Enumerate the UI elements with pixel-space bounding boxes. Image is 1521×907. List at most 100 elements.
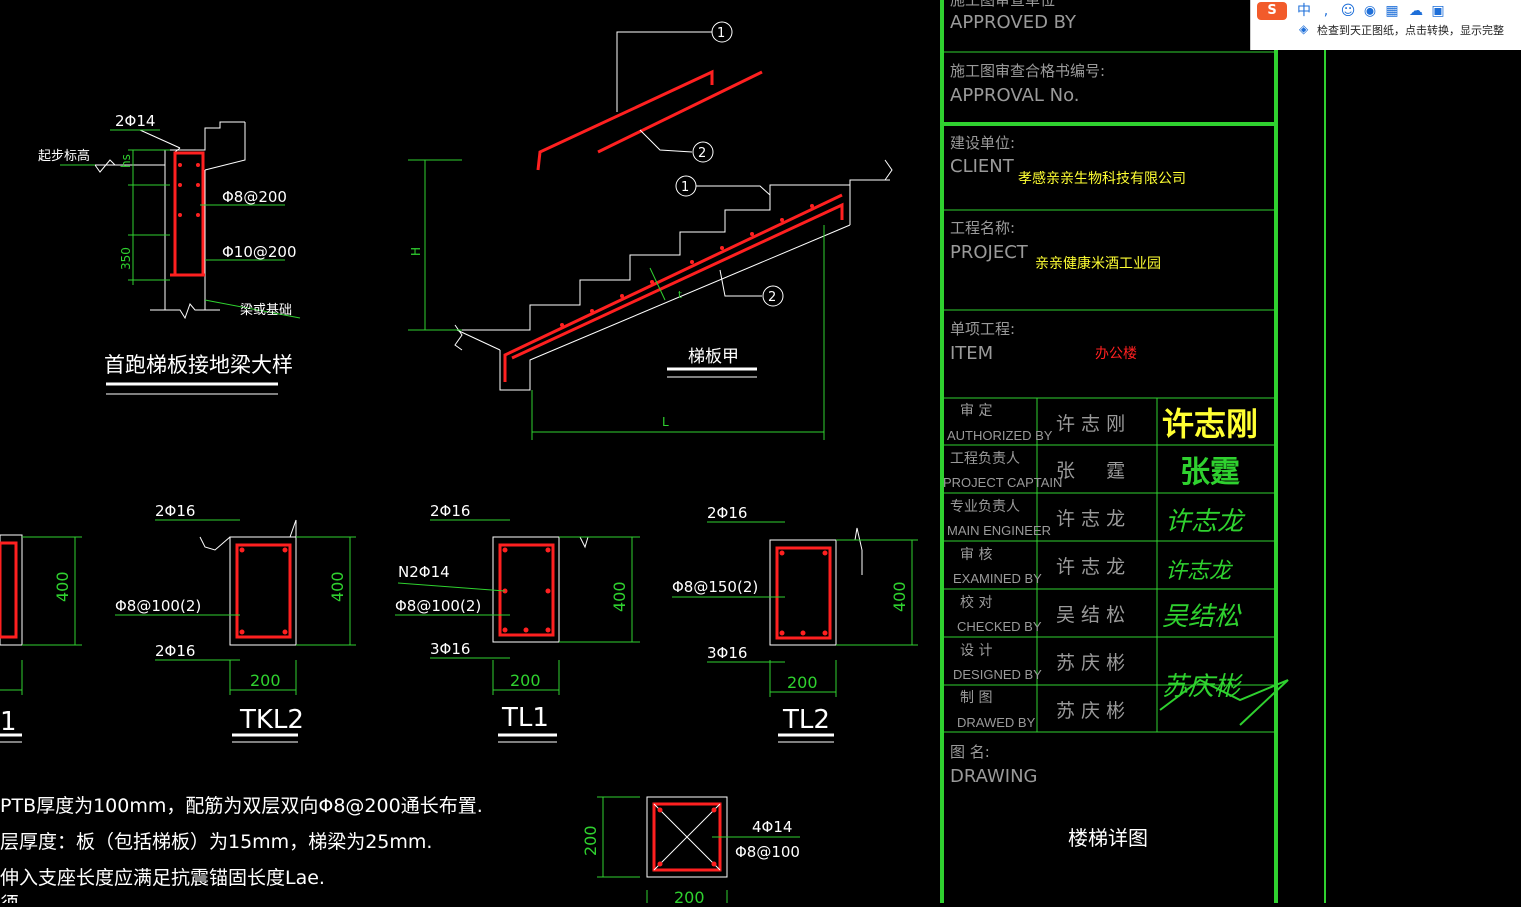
svg-text:EXAMINED BY: EXAMINED BY	[953, 571, 1042, 586]
tl2-top: 2Φ16	[707, 504, 747, 522]
stair-section: 1 2 1 2 H L t 梯板甲	[408, 21, 893, 440]
svg-text:许 志 龙: 许 志 龙	[1056, 556, 1125, 578]
tkl2-stirrup: Φ8@100(2)	[115, 597, 201, 615]
convert-notice[interactable]: 检查到天正图纸，点击转换，显示完整	[1317, 24, 1504, 37]
note-line-1: PTB厚度为100mm，配筋为双层双向Φ8@200通长布置.	[0, 795, 483, 817]
svg-text:苏 庆 彬: 苏 庆 彬	[1056, 652, 1125, 674]
tb-approval-cn: 施工图审查合格书编号:	[950, 62, 1105, 80]
voice-icon[interactable]: ◉	[1363, 3, 1377, 19]
beam-tl2: 2Φ16 Φ8@150(2) 3Φ16 400 200 TL2	[672, 504, 918, 743]
notes: PTB厚度为100mm，配筋为双层双向Φ8@200通长布置. 层厚度：板（包括梯…	[0, 795, 483, 907]
svg-text:MAIN ENGINEER: MAIN ENGINEER	[947, 523, 1051, 538]
emoji-icon[interactable]: ☺	[1340, 3, 1356, 19]
tl1-bottom: 3Φ16	[430, 640, 470, 658]
tb-client-cn: 建设单位:	[950, 134, 1015, 152]
skin-icon[interactable]: ☁	[1409, 3, 1423, 19]
svg-text:DRAWED BY: DRAWED BY	[957, 715, 1036, 730]
role-row: 工程负责人 PROJECT CAPTAIN 张 霆 张霆	[943, 451, 1240, 490]
role-row: 设 计 DESIGNED BY 苏 庆 彬 苏庆彬	[953, 643, 1243, 702]
dim-350: 350	[119, 247, 133, 270]
tl1-top: 2Φ16	[430, 502, 470, 520]
signature-3: 许志龙	[1165, 559, 1234, 584]
tb-client-value: 孝感亲亲生物科技有限公司	[1018, 170, 1186, 187]
tb-item-cn: 单项工程:	[950, 320, 1015, 338]
signature-0: 许志刚	[1162, 405, 1258, 443]
tkl2-name: TKL2	[239, 705, 304, 735]
tl1-width: 200	[510, 671, 541, 690]
tkl2-bottom: 2Φ16	[155, 642, 195, 660]
label-stirrup1: Φ8@200	[222, 188, 287, 206]
svg-text:校 对: 校 对	[960, 594, 992, 611]
svg-text:制 图: 制 图	[960, 690, 992, 706]
ime-logo[interactable]: S	[1257, 2, 1287, 20]
tl2-name: TL2	[782, 705, 830, 735]
tb-item-value: 办公楼	[1095, 346, 1137, 362]
svg-text:专业负责人: 专业负责人	[950, 499, 1020, 515]
tkl2-width: 200	[250, 671, 281, 690]
note-line-2: 层厚度：板（包括梯板）为15mm，梯梁为25mm.	[0, 831, 432, 853]
label-beam: 梁或基础	[240, 303, 292, 318]
keyboard-icon[interactable]: ▦	[1385, 3, 1399, 19]
signature-4: 吴结松	[1162, 602, 1242, 632]
detail-left-title: 首跑梯板接地梁大样	[104, 353, 293, 377]
svg-text:DESIGNED BY: DESIGNED BY	[953, 667, 1042, 682]
tb-approval-en: APPROVAL No.	[950, 85, 1080, 106]
svg-text:许 志 刚: 许 志 刚	[1056, 413, 1125, 435]
chinese-mode-icon[interactable]: 中	[1297, 3, 1311, 19]
tkl2-height: 400	[328, 571, 347, 602]
toolbox-icon[interactable]: ▣	[1431, 3, 1445, 19]
ime-toolbar: S 中 , ☺ ◉ ▦ ☁ ▣ ◈ 检查到天正图纸，点击转换，显示完整	[1250, 0, 1521, 50]
left-beam-name: 1	[0, 707, 17, 737]
dim-h: H	[409, 247, 423, 256]
tl2-stirrup: Φ8@150(2)	[672, 578, 758, 596]
tl2-height: 400	[890, 581, 909, 612]
tb-project-cn: 工程名称:	[950, 219, 1015, 237]
signature-1: 张霆	[1180, 455, 1240, 490]
column-dim-h: 200	[674, 888, 705, 903]
title-block: 施工图审查单位 APPROVED BY 施工图审查合格书编号: APPROVAL…	[940, 0, 1326, 903]
role-row: 校 对 CHECKED BY 吴 结 松 吴结松	[957, 594, 1242, 634]
beam-left-partial: 400 1	[0, 534, 82, 743]
tb-client-en: CLIENT	[950, 156, 1015, 177]
note-line-4: 须	[0, 893, 19, 903]
stair-label: 梯板甲	[688, 347, 739, 367]
marker-1: 1	[681, 180, 689, 195]
punctuation-icon[interactable]: ,	[1323, 3, 1329, 19]
tl1-stirrup: Φ8@100(2)	[395, 597, 481, 615]
marker-2-top: 2	[698, 146, 706, 161]
tb-drawing-value: 楼梯详图	[1068, 826, 1148, 850]
tb-project-en: PROJECT	[950, 242, 1029, 263]
detail-ground-beam: 2Φ14 起步标高 hs Φ8@200 Φ10@200 350 梁或基础 首跑梯…	[38, 112, 301, 395]
tb-drawing-en: DRAWING	[950, 766, 1038, 787]
tl1-name: TL1	[501, 703, 549, 733]
role-row: 审 核 EXAMINED BY 许 志 龙 许志龙	[953, 547, 1234, 586]
marker-2: 2	[768, 290, 776, 305]
dim-l: L	[662, 415, 669, 429]
svg-text:AUTHORIZED BY: AUTHORIZED BY	[947, 428, 1053, 443]
column-stirrup: Φ8@100	[735, 843, 800, 861]
beam-tkl2: 2Φ16 Φ8@100(2) 2Φ16 400 200 TKL2	[115, 502, 356, 743]
tb-item-en: ITEM	[950, 343, 993, 364]
role-row: 制 图 DRAWED BY 苏 庆 彬	[957, 690, 1125, 730]
label-stirrup2: Φ10@200	[222, 243, 297, 261]
left-beam-height: 400	[53, 571, 72, 602]
label-top-bar: 2Φ14	[115, 112, 155, 130]
svg-text:张 霆: 张 霆	[1056, 460, 1125, 482]
dim-hs: hs	[119, 154, 133, 168]
tl1-height: 400	[610, 581, 629, 612]
svg-text:苏 庆 彬: 苏 庆 彬	[1056, 700, 1125, 722]
note-line-3: 伸入支座长度应满足抗震锚固长度Lae.	[0, 867, 325, 889]
signature-5: 苏庆彬	[1162, 672, 1243, 702]
role-row: 审 定 AUTHORIZED BY 许 志 刚 许志刚	[947, 403, 1258, 443]
svg-text:审 核: 审 核	[960, 547, 992, 563]
role-row: 专业负责人 MAIN ENGINEER 许 志 龙 许志龙	[947, 499, 1246, 538]
svg-text:CHECKED BY: CHECKED BY	[957, 619, 1042, 634]
notice-icon: ◈	[1299, 22, 1309, 36]
column-dim-v: 200	[581, 825, 600, 856]
signature-2: 许志龙	[1165, 507, 1246, 537]
tb-project-value: 亲亲健康米酒工业园	[1035, 255, 1161, 272]
column-section: 4Φ14 Φ8@100 200 200	[581, 796, 800, 907]
svg-text:设 计: 设 计	[960, 643, 992, 659]
tl2-bottom: 3Φ16	[707, 644, 747, 662]
